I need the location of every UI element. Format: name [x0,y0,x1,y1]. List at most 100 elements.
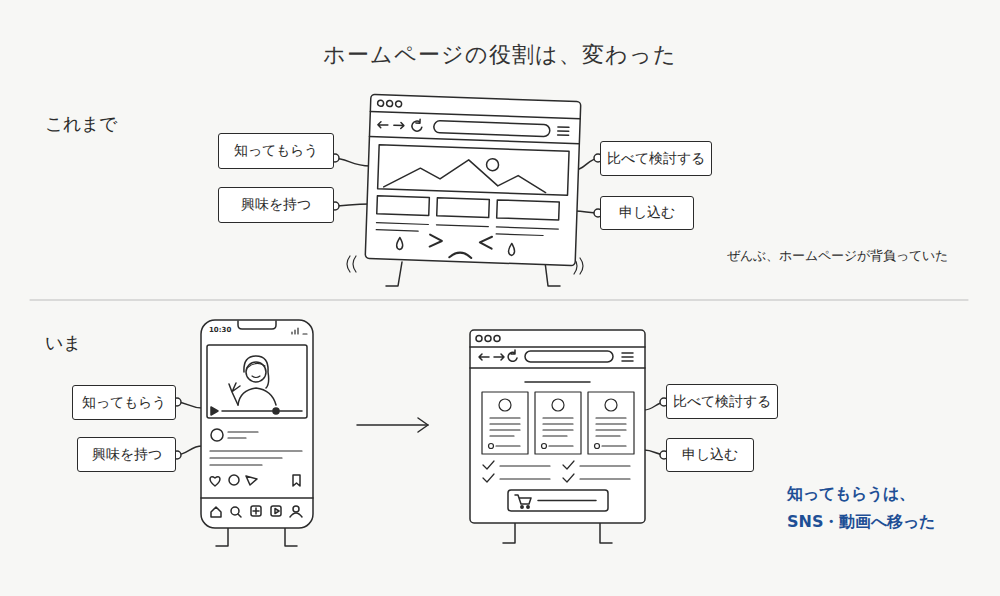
stage-callout-box: 知ってもらう [72,385,176,420]
browser-character-part [558,127,569,135]
box-label: 興味を持つ [86,446,168,464]
phone-arm [173,398,202,459]
smartphone-character-part [238,388,276,405]
browser-character-part-part [549,445,573,446]
browser-character-part [476,336,482,342]
browser-leg-part [600,523,612,543]
smartphone-character-part [201,320,313,528]
smartphone-character-part [238,321,276,329]
stage-callout-box: 比べて検討する [666,384,778,419]
browser-character-part [497,200,560,220]
browser-character-part [494,336,500,342]
browser-character-part [527,506,529,508]
status-time: 10:30 [209,326,231,334]
smartphone-character-part [292,328,307,334]
browser-character-part [470,330,645,523]
browser-character-part-part [483,461,550,469]
box-label: 比べて検討する [667,393,777,411]
section-label: これまで [45,112,117,136]
browser-character-part [494,354,504,360]
smartphone-character-part [211,429,223,441]
note-text: ぜんぶ、ホームページが背負っていた [727,247,948,265]
smartphone-character-part [238,514,241,517]
smartphone-character-part [211,507,221,517]
browser-character-part [430,235,442,247]
browser-character-part [384,157,547,193]
smartphone-character-part [290,513,302,517]
browser-character-part-part [496,445,520,446]
browser-character-part [508,350,517,361]
smartphone-character-part [229,475,239,485]
section-label: いま [45,331,81,355]
browser-character-part-part [535,392,581,454]
browser-character-part [370,111,580,118]
smartphone-character-part [211,407,218,415]
smartphone-character-part [210,432,302,465]
smartphone-character-part [222,410,302,412]
browser-character-part [437,198,490,218]
motion-lines-part [580,258,583,274]
smartphone-character-part [246,362,266,382]
smartphone-character-part [246,476,257,485]
browser-character-part [387,100,393,106]
browser-character-part [525,351,613,362]
browser-character-part-part [602,445,626,446]
smartphone-character-part [247,363,265,368]
box-label: 知ってもらう [228,142,324,160]
phone-leg-part [216,528,228,546]
browser-character-part-part [542,444,547,449]
smartphone-character-part [210,477,220,486]
box-label: 申し込む [613,204,681,222]
browser-character-part-part [595,444,600,449]
browser-character-part [622,353,633,361]
browser-character-part [377,196,430,216]
stage-callout-box: 知ってもらう [218,133,334,169]
smartphone-character-part [253,508,259,514]
browser-character-part [365,94,581,265]
browser-character-part-part [563,461,630,469]
browser-character-part-part [596,418,626,436]
browser-character-part-part [499,399,511,411]
stage-callout-box: 興味を持つ [77,437,176,472]
box-label: 比べて検討する [601,150,711,168]
stage-callout-box: 申し込む [600,196,694,230]
browser-character-part [434,121,550,137]
browser-character-part [396,101,402,107]
browser-leg [503,523,612,543]
box-label: 興味を持つ [235,196,317,214]
box-label: 申し込む [676,446,744,464]
browser-character-part-part [552,399,564,411]
flow-arrow-part [357,424,428,426]
browser-character-part-part [489,444,494,449]
smartphone-character-part [251,506,261,516]
browser-leg [386,262,560,286]
browser-character-part [515,495,531,504]
smartphone-character-part [275,509,279,514]
browser-character-part-part [563,474,630,482]
browser-character [470,330,645,523]
browser-character-part [508,243,514,255]
smartphone-character-part [252,376,260,378]
browser-character-part [480,236,492,248]
smartphone-character-part [244,356,269,388]
browser-character-part [470,367,645,369]
browser-character-part [378,100,384,106]
browser-character-part [369,136,579,143]
browser-character-part [470,346,645,348]
browser-character-part [485,336,491,342]
smartphone-character-part [201,497,313,499]
smartphone-character [201,320,313,528]
callout-note: 知ってもらうは、 SNS・動画へ移った [787,480,962,536]
browser-character-part [378,122,388,128]
browser-character-part-part [482,392,528,454]
browser-arm [644,398,668,459]
diagram-title: ホームページの役割は、変わった [0,40,1000,70]
browser-character [365,94,581,265]
browser-character-part-part [543,418,573,436]
browser-character-part [538,500,596,502]
motion-lines-part [347,256,350,272]
phone-leg [216,528,297,546]
smartphone-character-part [271,506,281,516]
smartphone-character-part [293,506,299,512]
